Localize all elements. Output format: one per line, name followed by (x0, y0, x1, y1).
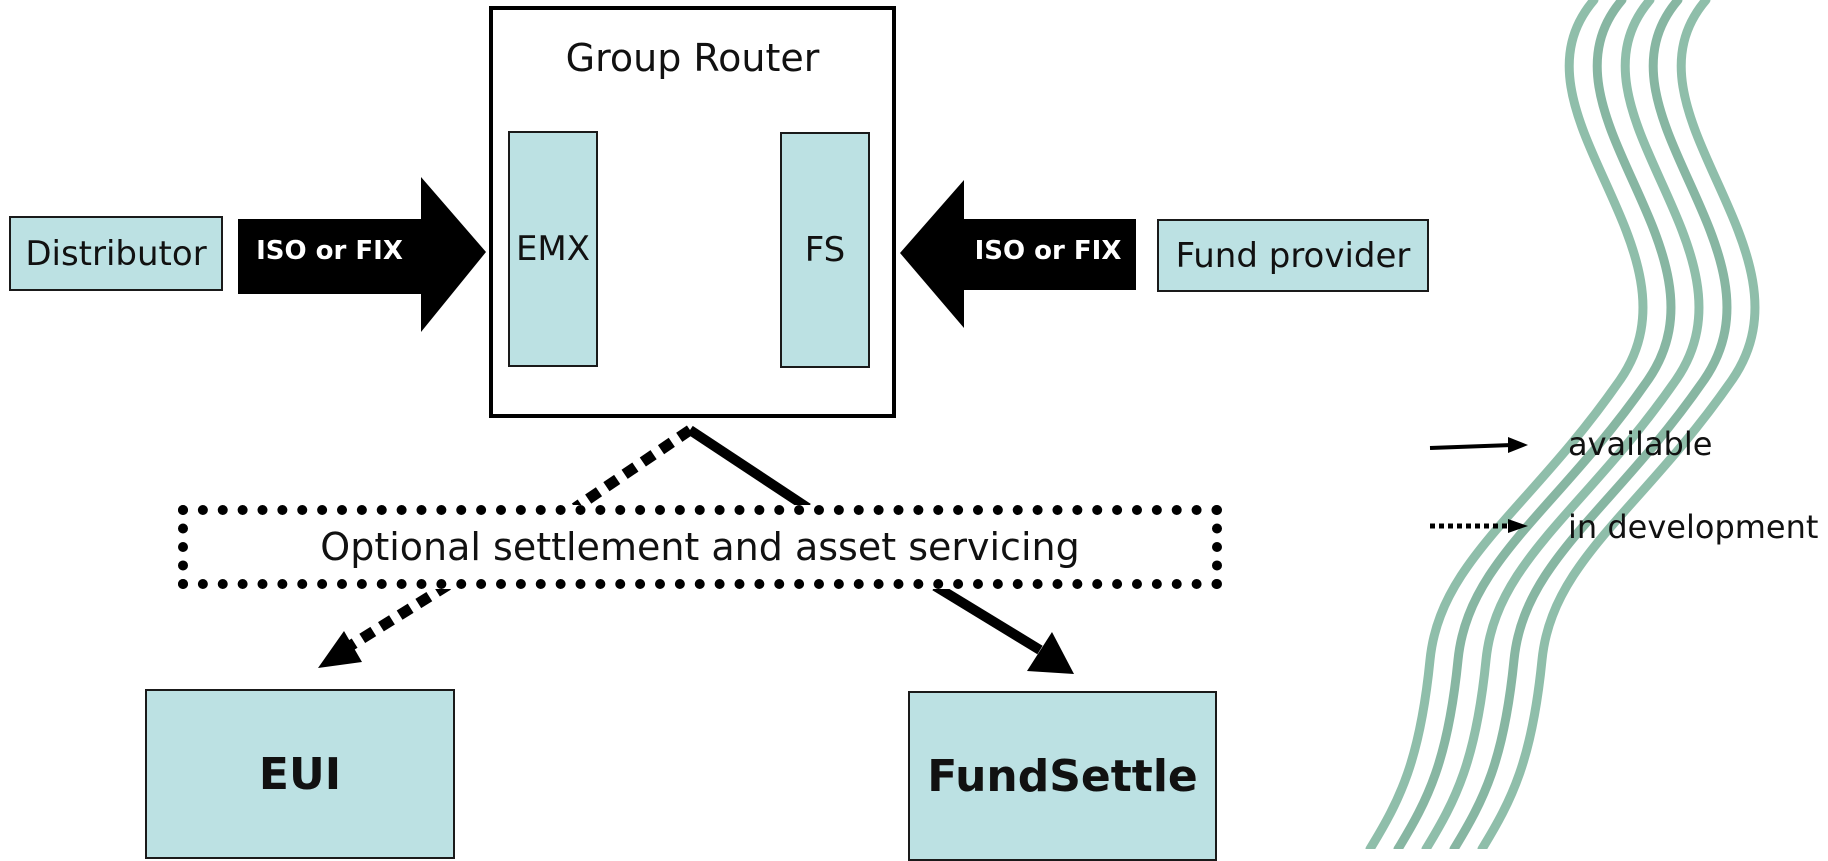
legend-in-development-label: in development (1568, 508, 1819, 546)
iso-fix-right-arrow-shape (900, 180, 1136, 328)
router-to-settlement-solid-line (687, 425, 811, 513)
legend-available-label: available (1568, 425, 1713, 463)
emx-box: EMX (508, 131, 598, 367)
settlement-box-label: Optional settlement and asset servicing (320, 525, 1080, 569)
router-to-settlement-dotted-line (571, 425, 694, 513)
iso-fix-left-arrow-shape (238, 177, 486, 332)
settlement-to-eui-dotted-arrow (347, 580, 451, 651)
protocol-left-label: ISO or FIX (256, 236, 403, 266)
fundsettle-box: FundSettle (908, 691, 1217, 861)
protocol-right-label: ISO or FIX (974, 236, 1122, 266)
fund-provider-box: Fund provider (1157, 219, 1429, 292)
distributor-box: Distributor (9, 216, 223, 291)
group-router-title: Group Router (565, 36, 820, 80)
eui-box: EUI (145, 689, 455, 859)
settlement-box: Optional settlement and asset servicing (178, 505, 1222, 589)
fs-box: FS (780, 132, 870, 368)
settlement-to-fundsettle-solid-arrow (932, 581, 1043, 655)
legend-solid-arrow-icon (1429, 443, 1513, 450)
